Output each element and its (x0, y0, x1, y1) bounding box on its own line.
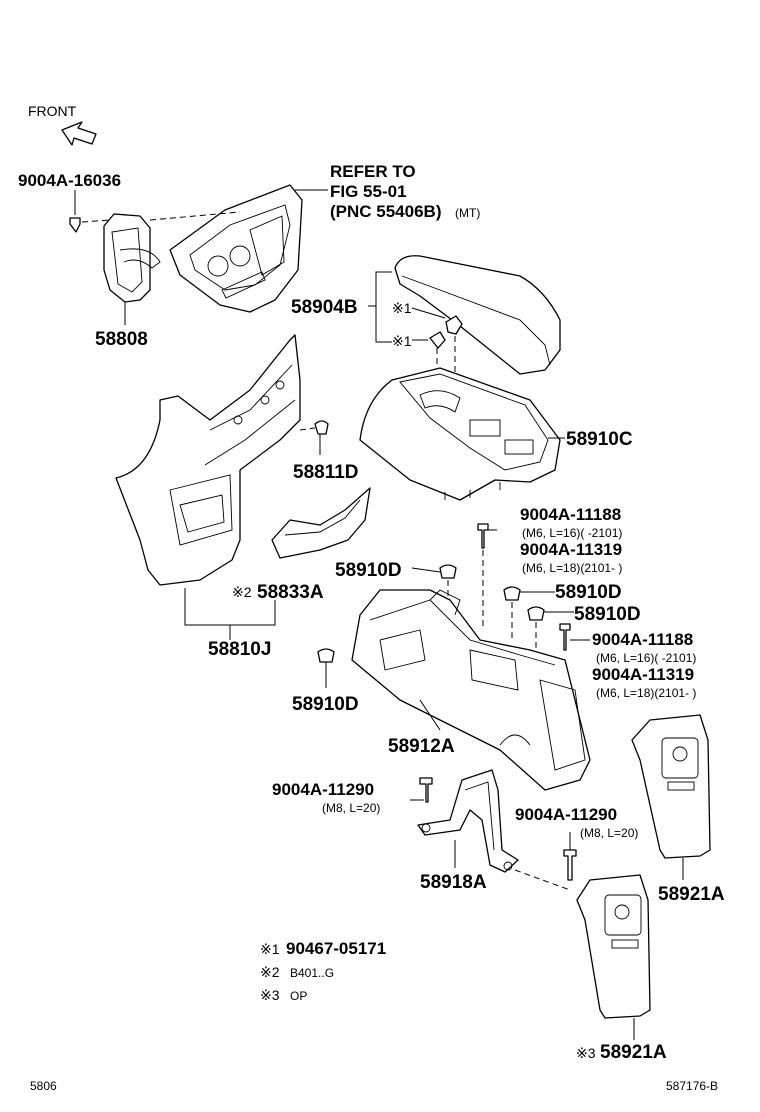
part-58921A-upper-drawing (631, 714, 711, 880)
label-9004A-11188-a: 9004A-11188 (520, 505, 621, 524)
label-58910D-2: 58910D (555, 582, 622, 603)
label-58808: 58808 (95, 329, 148, 350)
label-58921A-2-note: ※3 (576, 1045, 596, 1061)
label-58921A-1: 58921A (658, 884, 725, 905)
legend-mark-3: ※3 (260, 987, 280, 1003)
label-58910C: 58910C (566, 429, 633, 450)
footer-right: 587176-B (666, 1079, 718, 1093)
label-58912A: 58912A (388, 736, 455, 757)
refer-line3: (PNC 55406B) (330, 202, 442, 221)
label-58810J: 58810J (208, 639, 271, 660)
part-58918A-drawing (410, 769, 577, 891)
label-58918A: 58918A (420, 872, 487, 893)
part-58810J-drawing (115, 334, 329, 586)
label-9004A-11290-a: 9004A-11290 (272, 780, 374, 799)
label-58833A: 58833A (257, 582, 324, 603)
front-indicator: FRONT (28, 103, 97, 146)
front-arrow-icon (61, 121, 97, 146)
part-58921A-lower-drawing (576, 874, 651, 1040)
footer-left: 5806 (30, 1079, 57, 1093)
front-label: FRONT (28, 103, 77, 119)
part-58910C-drawing (359, 367, 565, 501)
label-9004A-11319-b-spec: (M6, L=18)(2101- ) (596, 686, 696, 700)
legend: ※1 90467-05171 ※2 B401..G ※3 OP (260, 939, 386, 1003)
label-9004A-11188-b-spec: (M6, L=16)( -2101) (596, 651, 696, 665)
label-note1b: ※1 (392, 333, 412, 349)
label-9004A-11290-b-spec: (M8, L=20) (580, 826, 638, 840)
legend-mark-2: ※2 (260, 964, 280, 980)
legend-text-3: OP (290, 989, 307, 1003)
label-9004A-11188-b: 9004A-11188 (592, 630, 693, 649)
label-58811D: 58811D (293, 462, 359, 483)
label-58910D-3: 58910D (574, 604, 641, 625)
part-58904B-drawing (368, 255, 561, 380)
refer-line3-suffix: (MT) (455, 206, 480, 220)
label-9004A-11290-b: 9004A-11290 (515, 805, 617, 824)
label-58833A-note: ※2 (232, 584, 252, 600)
label-9004A-11290-a-spec: (M8, L=20) (322, 801, 380, 815)
label-9004A-11319-b: 9004A-11319 (592, 665, 694, 684)
refer-note: REFER TO FIG 55-01 (PNC 55406B) (MT) (295, 162, 480, 221)
part-58912A-drawing (351, 589, 591, 791)
label-9004A-11319-a: 9004A-11319 (520, 540, 622, 559)
refer-line2: FIG 55-01 (330, 182, 407, 201)
label-58904B: 58904B (291, 297, 358, 318)
refer-line1: REFER TO (330, 162, 416, 181)
shift-panel-drawing (169, 184, 303, 313)
part-58808-drawing (69, 190, 241, 325)
label-9004A-16036: 9004A-16036 (18, 171, 121, 190)
label-58910D-4: 58910D (292, 694, 359, 715)
legend-text-2: B401..G (290, 966, 334, 980)
legend-text-1: 90467-05171 (286, 939, 386, 958)
label-58910D-1: 58910D (335, 560, 402, 581)
label-9004A-11319-a-spec: (M6, L=18)(2101- ) (522, 561, 622, 575)
legend-mark-1: ※1 (260, 941, 280, 957)
label-note1a: ※1 (392, 300, 412, 316)
label-58921A-2: 58921A (600, 1042, 667, 1063)
bolt-group-upper (317, 523, 590, 688)
label-9004A-11188-a-spec: (M6, L=16)( -2101) (522, 526, 622, 540)
part-58833A-drawing (184, 487, 371, 640)
